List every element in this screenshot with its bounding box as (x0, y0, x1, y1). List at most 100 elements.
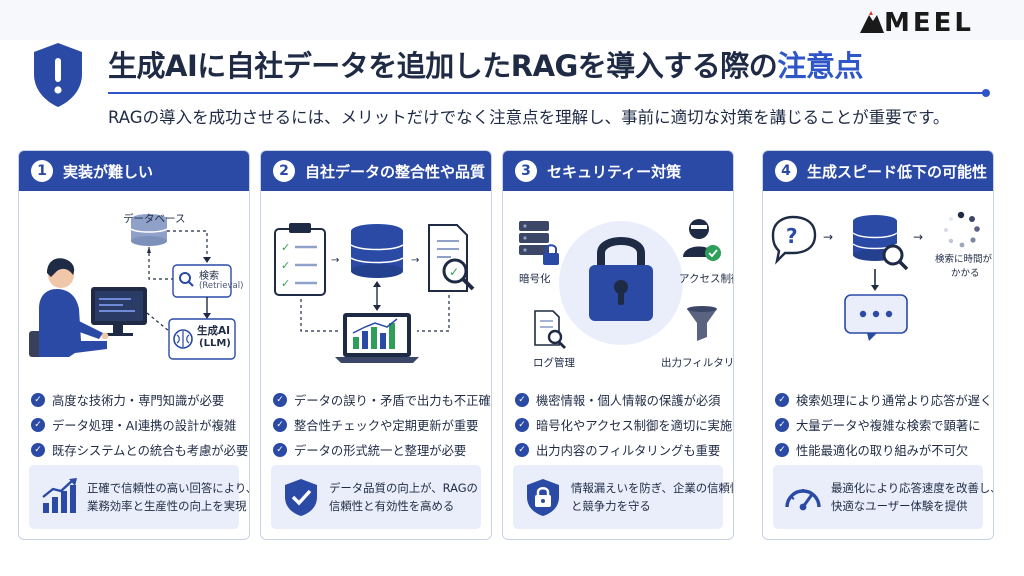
check-icon: ✓ (775, 393, 789, 407)
label-ai-sub: (LLM) (199, 338, 231, 349)
card-number: 2 (273, 160, 295, 182)
card-summary-panel: 最適化により応答速度を改善し、 快適なユーザー体験を提供 (773, 465, 994, 529)
card-speed: 4 生成スピード低下の可能性 ? → → (762, 150, 994, 540)
label-filter: 出力フィルタリング (661, 357, 734, 369)
title-accent: 注意点 (777, 49, 863, 83)
card-summary-panel: 情報漏えいを防ぎ、企業の信頼性 と競争力を守る (513, 465, 734, 529)
loading-spinner-icon (944, 211, 980, 248)
laptop-chart-icon (335, 313, 419, 363)
card-number: 3 (515, 160, 537, 182)
list-item: ✓大量データや複雑な検索で顕著に (775, 414, 991, 436)
check-icon: ✓ (775, 443, 789, 457)
page-subtitle: RAGの導入を成功させるには、メリットだけでなく注意点を理解し、事前に適切な対策… (108, 108, 950, 127)
summary-text: 最適化により応答速度を改善し、 快適なユーザー体験を提供 (831, 481, 994, 513)
page-title: 生成AIに自社データを追加したRAGを導入する際の注意点 (108, 46, 863, 86)
document-search-icon: ✓ (428, 224, 475, 292)
logo-mountain-icon (860, 11, 884, 33)
card-number: 1 (31, 160, 53, 182)
summary-text: データ品質の向上が、RAGの 信頼性と有効性を高める (329, 481, 478, 513)
check-icon: ✓ (273, 418, 287, 432)
list-item: ✓データ処理・AI連携の設計が複雑 (31, 414, 247, 436)
label-ai: 生成AI (197, 325, 231, 337)
bullet-list: ✓検索処理により通常より応答が遅くなる ✓大量データや複雑な検索で顕著に ✓性能… (775, 389, 993, 464)
check-icon: ✓ (515, 418, 529, 432)
bullet-list: ✓機密情報・個人情報の保護が必須 ✓暗号化やアクセス制御を適切に実施 ✓出力内容… (515, 389, 732, 464)
card-header: 2 自社データの整合性や品質 (261, 151, 491, 191)
check-icon: ✓ (775, 418, 789, 432)
title-underline-dot (982, 89, 990, 97)
implementation-illustration (29, 214, 236, 360)
card-security: 3 セキュリティー対策 (502, 150, 734, 540)
list-item: ✓暗号化やアクセス制御を適切に実施 (515, 414, 732, 436)
card-summary-panel: データ品質の向上が、RAGの 信頼性と有効性を高める (271, 465, 481, 529)
title-underline (108, 92, 986, 94)
check-icon: ✓ (273, 393, 287, 407)
ai-box (168, 318, 236, 360)
card-header: 1 実装が難しい (19, 151, 249, 191)
list-item: ✓機密情報・個人情報の保護が必須 (515, 389, 731, 411)
check-icon: ✓ (273, 443, 287, 457)
svg-text:→: → (331, 255, 339, 266)
check-icon: ✓ (515, 393, 529, 407)
check-icon: ✓ (515, 443, 529, 457)
svg-text:✓: ✓ (281, 277, 290, 290)
list-item: ✓出力内容のフィルタリングも重要 (515, 439, 731, 461)
logo-text: MEEL (884, 8, 974, 38)
title-main: 生成AIに自社データを追加したRAGを導入する際の (108, 49, 778, 83)
svg-text:✓: ✓ (281, 259, 290, 272)
log-search-icon (534, 310, 566, 349)
list-item: ✓検索処理により通常より応答が遅くなる (775, 389, 993, 411)
bullet-list: ✓データの誤り・矛盾で出力も不正確に ✓整合性チェックや定期更新が重要 ✓データ… (273, 389, 491, 464)
card-number: 4 (775, 160, 797, 182)
growth-chart-icon (42, 478, 77, 513)
card-header: 4 生成スピード低下の可能性 (763, 151, 993, 191)
svg-text:→: → (823, 230, 833, 244)
server-lock-icon (519, 221, 559, 265)
card-header: 3 セキュリティー対策 (503, 151, 733, 191)
clipboard-checklist-icon: ✓ ✓ ✓ (274, 223, 326, 296)
label-search-sub: (Retrieval) (199, 281, 244, 291)
data-quality-illustration: ✓ ✓ ✓ → → ✓ (274, 223, 475, 363)
brain-icon (173, 329, 193, 349)
card-title: 実装が難しい (63, 162, 154, 181)
check-icon: ✓ (31, 393, 45, 407)
label-search: 検索 (199, 271, 219, 282)
card-title: セキュリティー対策 (547, 162, 682, 181)
summary-text: 情報漏えいを防ぎ、企業の信頼性 と競争力を守る (571, 481, 734, 513)
chat-bubble-icon (844, 294, 908, 341)
label-access: アクセス制御 (679, 273, 733, 285)
svg-text:→: → (913, 230, 923, 244)
search-icon (179, 272, 194, 287)
card-summary-panel: 正確で信頼性の高い回答により、 業務効率と生産性の向上を実現 (29, 465, 250, 529)
funnel-icon (687, 306, 717, 341)
database-icon (350, 224, 404, 278)
list-item: ✓整合性チェックや定期更新が重要 (273, 414, 489, 436)
database-search-icon (852, 215, 909, 271)
summary-text: 正確で信頼性の高い回答により、 業務効率と生産性の向上を実現 (87, 481, 250, 513)
list-item: ✓高度な技術力・専門知識が必要 (31, 389, 247, 411)
svg-text:✓: ✓ (281, 241, 290, 254)
list-item: ✓データの形式統一と整理が必要 (273, 439, 489, 461)
shield-check-icon (285, 479, 317, 516)
person-at-computer-icon (29, 258, 147, 357)
list-item: ✓既存システムとの統合も考慮が必要 (31, 439, 248, 461)
svg-text:?: ? (786, 224, 798, 248)
warning-shield-icon (34, 43, 82, 107)
padlock-icon (589, 237, 653, 321)
svg-text:✓: ✓ (449, 265, 459, 279)
label-database: データベース (123, 213, 186, 225)
svg-text:→: → (411, 255, 419, 266)
brand-logo: MEEL (860, 8, 1000, 38)
card-title: 自社データの整合性や品質 (305, 162, 486, 181)
speed-illustration: ? → → (771, 211, 980, 341)
label-wait-1: 検索に時間が (935, 254, 993, 265)
label-log: ログ管理 (533, 357, 575, 369)
list-item: ✓データの誤り・矛盾で出力も不正確に (273, 389, 491, 411)
card-implementation: 1 実装が難しい (18, 150, 250, 540)
top-bar (0, 0, 1024, 40)
bullet-list: ✓高度な技術力・専門知識が必要 ✓データ処理・AI連携の設計が複雑 ✓既存システ… (31, 389, 248, 464)
label-wait-2: かかる (951, 268, 980, 279)
shield-lock-icon (527, 479, 559, 516)
security-illustration (519, 219, 721, 349)
check-icon: ✓ (31, 443, 45, 457)
